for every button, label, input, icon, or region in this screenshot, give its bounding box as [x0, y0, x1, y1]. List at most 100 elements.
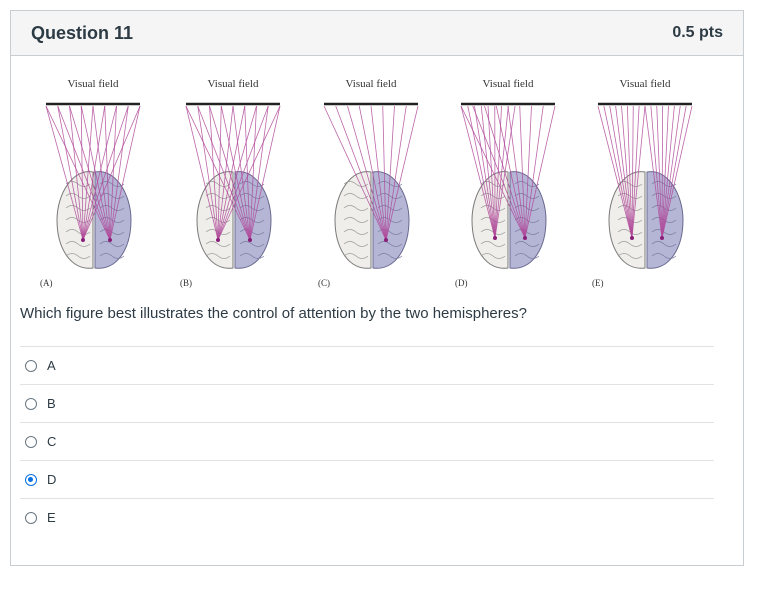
focus-point: [81, 238, 85, 242]
attention-ray: [82, 105, 94, 241]
visual-field-label: Visual field: [345, 78, 397, 90]
focus-point: [630, 236, 634, 240]
attention-ray: [480, 105, 496, 239]
brain-diagram-e: [597, 102, 693, 269]
gyrus-line: [651, 181, 677, 187]
radio-button[interactable]: [25, 511, 37, 524]
attention-ray: [494, 105, 509, 239]
attention-ray: [185, 105, 219, 241]
gyrus-line: [651, 229, 677, 235]
gyrus-line: [377, 205, 403, 211]
attention-ray: [507, 105, 526, 239]
attention-ray: [631, 105, 640, 239]
answer-option-d[interactable]: D: [20, 460, 714, 498]
attention-ray: [209, 105, 251, 241]
attention-ray: [474, 105, 496, 239]
attention-ray: [69, 105, 84, 241]
attention-ray: [57, 105, 111, 241]
focus-point: [216, 238, 220, 242]
gyrus-line: [99, 205, 125, 211]
answer-option-b[interactable]: B: [20, 384, 714, 422]
gyrus-line: [205, 241, 231, 247]
radio-button[interactable]: [25, 473, 37, 486]
attention-ray: [626, 105, 633, 239]
attention-ray: [385, 105, 419, 241]
gyrus-line: [617, 193, 643, 199]
attention-ray: [656, 105, 663, 239]
brain-diagram-a: [45, 102, 141, 269]
attention-ray: [650, 105, 663, 239]
attention-ray: [661, 105, 675, 239]
attention-ray: [217, 105, 257, 241]
gyrus-line: [239, 253, 265, 259]
answer-option-e[interactable]: E: [20, 498, 714, 536]
gyrus-line: [343, 229, 369, 235]
attention-ray: [385, 105, 395, 241]
attention-ray: [217, 105, 269, 241]
attention-ray: [661, 105, 669, 239]
panel-letter: (A): [40, 278, 53, 288]
attention-ray: [45, 105, 84, 241]
answer-label[interactable]: A: [47, 358, 56, 373]
gyrus-line: [343, 205, 369, 211]
attention-ray: [249, 105, 269, 241]
attention-ray: [385, 105, 407, 241]
attention-ray: [347, 105, 387, 241]
attention-ray: [109, 105, 141, 241]
radio-button[interactable]: [25, 359, 37, 372]
answer-option-c[interactable]: C: [20, 422, 714, 460]
answer-label[interactable]: B: [47, 396, 56, 411]
attention-ray: [358, 105, 387, 241]
attention-ray: [185, 105, 251, 241]
attention-ray: [109, 105, 117, 241]
gyrus-line: [514, 253, 540, 259]
attention-ray: [80, 105, 111, 241]
answer-label[interactable]: D: [47, 472, 57, 487]
attention-ray: [524, 105, 532, 239]
answer-label[interactable]: C: [47, 434, 57, 449]
gyrus-line: [480, 181, 506, 187]
attention-ray: [370, 105, 387, 241]
gyrus-line: [514, 241, 540, 247]
gyrus-line: [514, 229, 540, 235]
gyrus-line: [343, 241, 369, 247]
attention-ray: [249, 105, 281, 241]
gyrus-line: [65, 181, 91, 187]
radio-button[interactable]: [25, 435, 37, 448]
figure-panel-a: Visual field (A): [28, 70, 158, 295]
attention-ray: [217, 105, 281, 241]
attention-ray: [220, 105, 251, 241]
attention-ray: [82, 105, 141, 241]
answer-list: A B C D E: [20, 346, 714, 536]
gyrus-line: [343, 181, 369, 187]
radio-button[interactable]: [25, 397, 37, 410]
gyrus-line: [617, 241, 643, 247]
brain-diagram-c: [323, 102, 419, 269]
attention-ray: [82, 105, 117, 241]
gyrus-line: [480, 241, 506, 247]
brain-diagram-b: [185, 102, 281, 269]
gyrus-line: [651, 205, 677, 211]
gyrus-line: [617, 253, 643, 259]
figure-panel-b: Visual field (B): [168, 70, 298, 295]
gyrus-line: [377, 193, 403, 199]
attention-ray: [197, 105, 251, 241]
panel-letter: (B): [180, 278, 192, 288]
hemisphere-figure: Visual field (A) Visual field (B) Visual…: [28, 70, 718, 295]
attention-ray: [495, 105, 526, 239]
figure-panel-d: Visual field (D): [443, 70, 573, 295]
attention-ray: [487, 105, 496, 239]
attention-ray: [45, 105, 111, 241]
attention-ray: [382, 105, 387, 241]
question-card: Question 11 0.5 pts: [10, 10, 744, 566]
attention-ray: [82, 105, 129, 241]
focus-point: [248, 238, 252, 242]
gyrus-line: [99, 181, 125, 187]
answer-option-a[interactable]: A: [20, 346, 714, 384]
answer-label[interactable]: E: [47, 510, 56, 525]
gyrus-line: [65, 229, 91, 235]
attention-ray: [335, 105, 387, 241]
attention-ray: [460, 105, 496, 239]
gyrus-line: [651, 241, 677, 247]
gyrus-line: [65, 241, 91, 247]
